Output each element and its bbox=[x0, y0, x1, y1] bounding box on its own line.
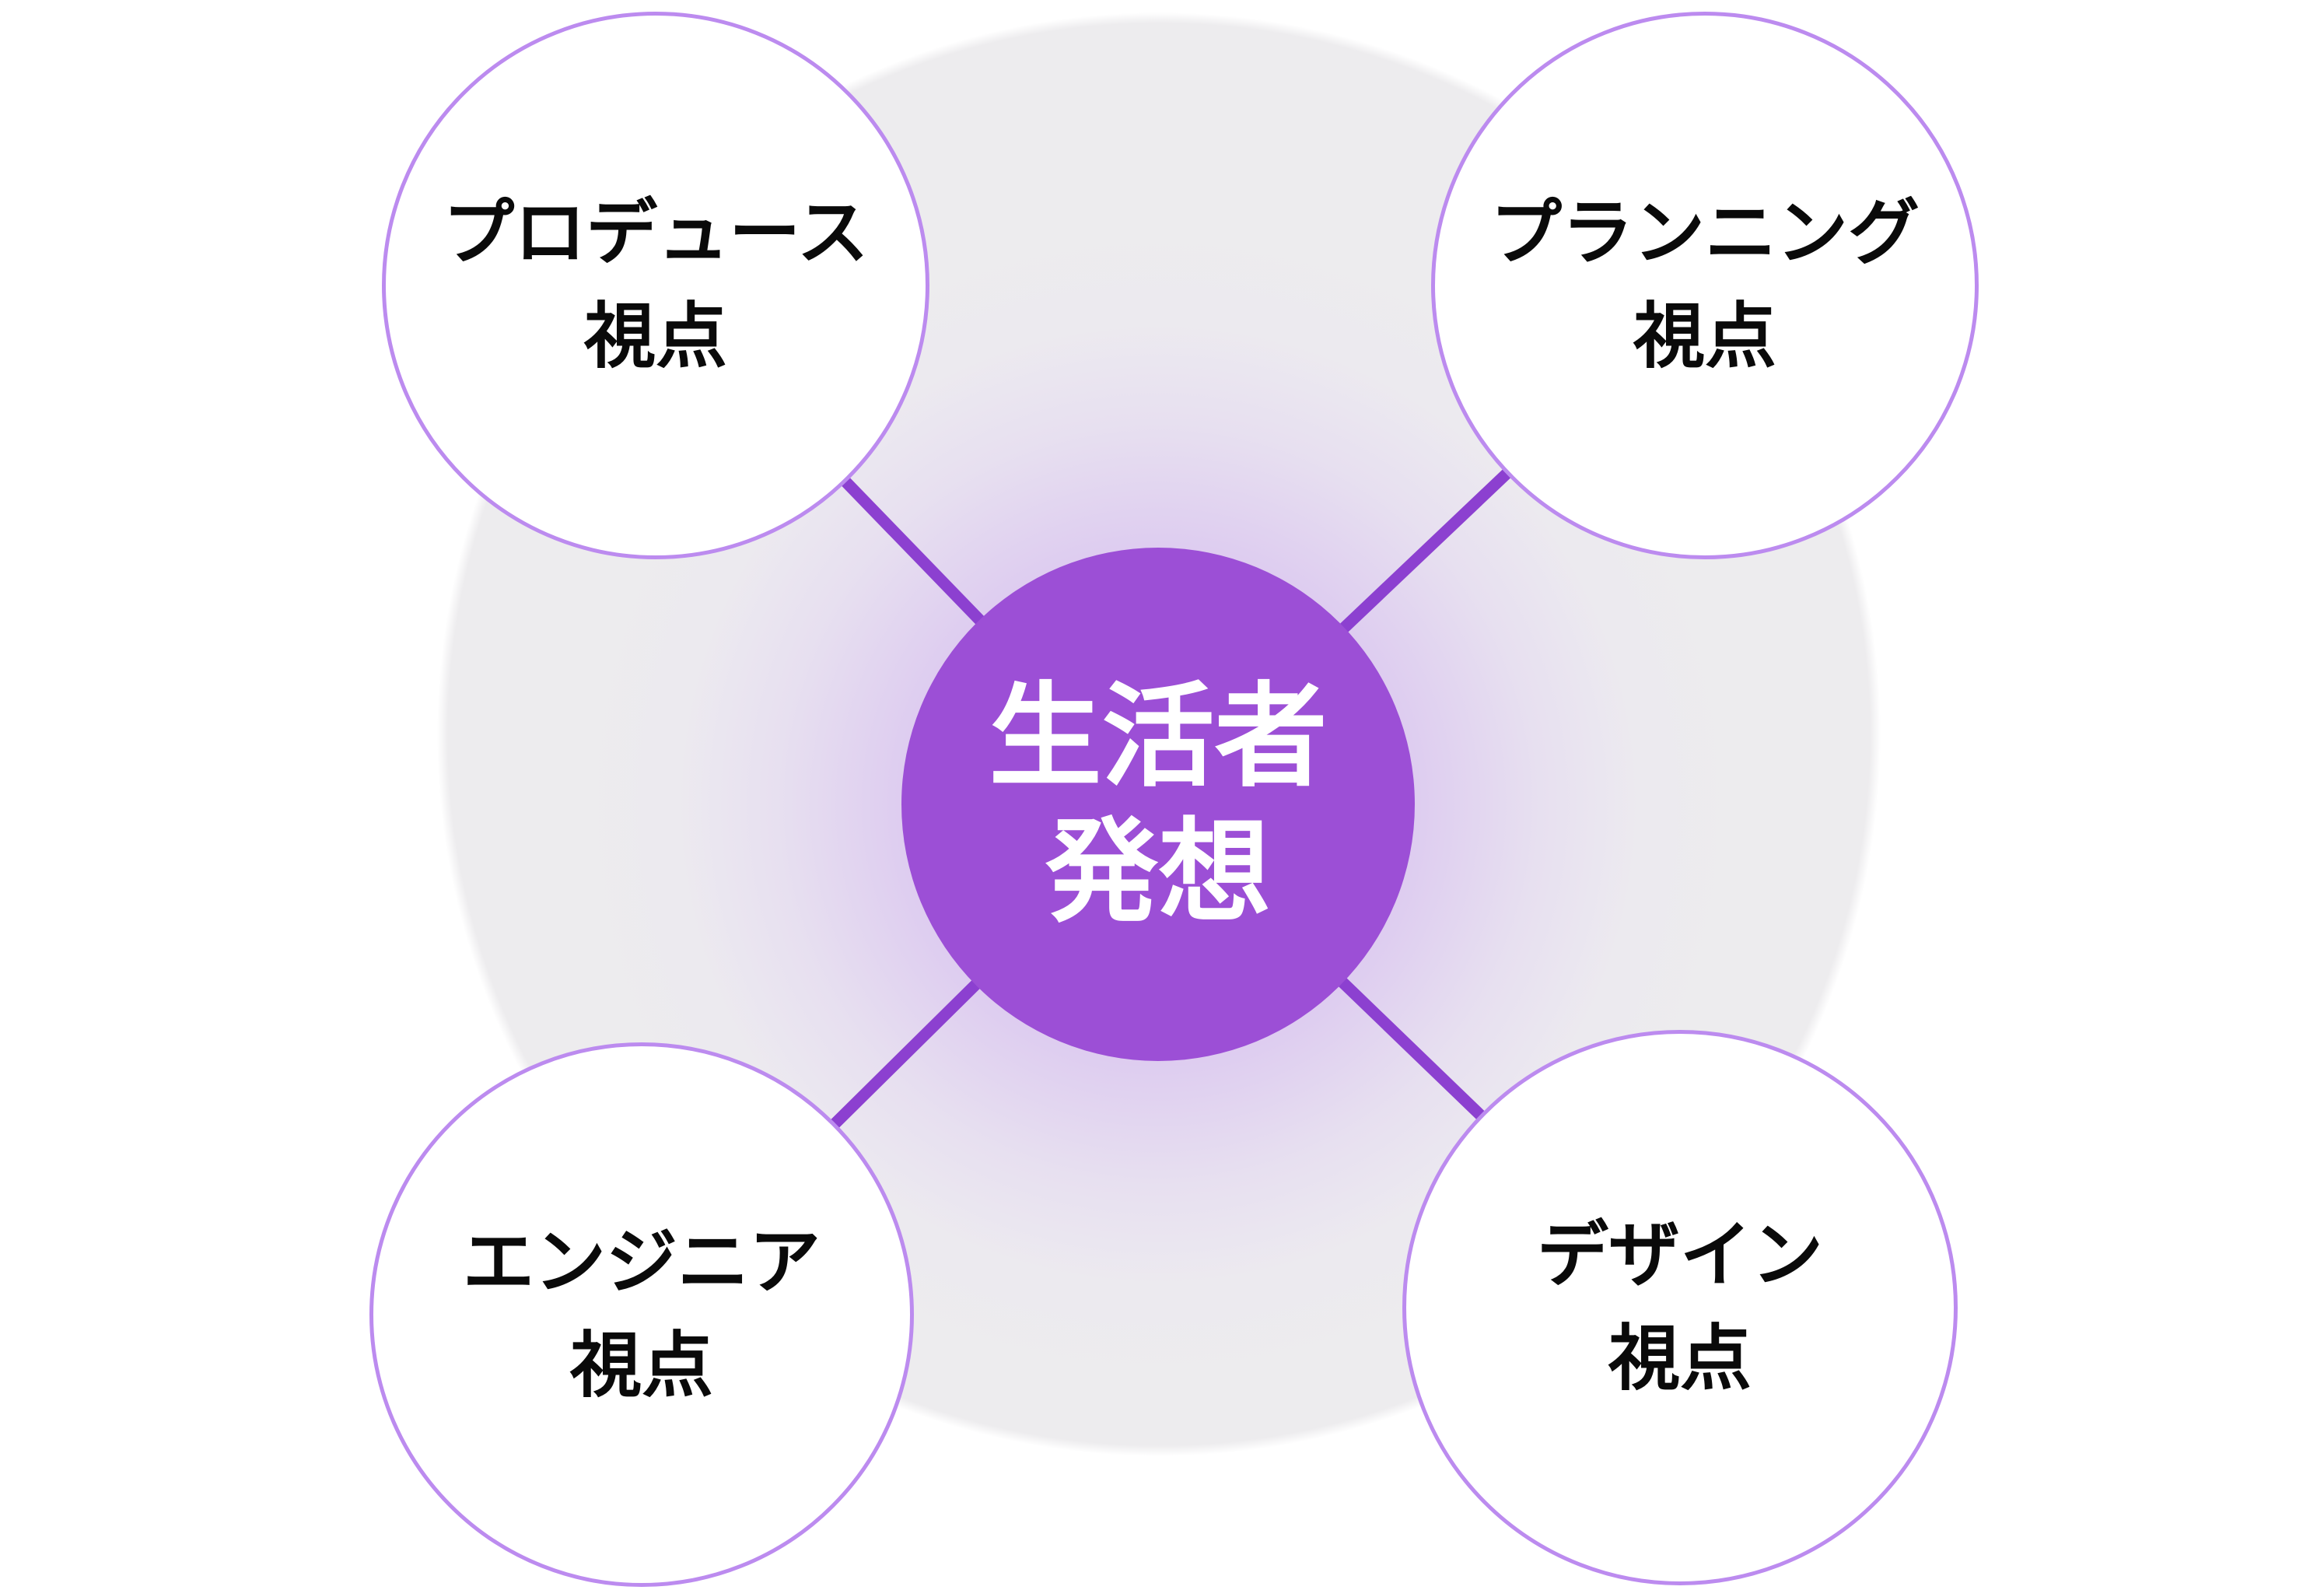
node-engineer: エンジニア 視点 bbox=[369, 1042, 914, 1587]
node-design-label: デザイン 視点 bbox=[1537, 1204, 1823, 1412]
center-node-line1: 生活者 bbox=[989, 674, 1328, 800]
node-planning: プランニング 視点 bbox=[1431, 12, 1979, 559]
node-planning-line2: 視点 bbox=[1633, 297, 1776, 376]
node-engineer-line1: エンジニア bbox=[462, 1222, 821, 1302]
center-node-seikatsusha-hassou: 生活者 発想 bbox=[901, 548, 1415, 1061]
center-node-line2: 発想 bbox=[1045, 809, 1271, 935]
node-engineer-label: エンジニア 視点 bbox=[463, 1211, 821, 1419]
node-design-line2: 視点 bbox=[1608, 1319, 1752, 1399]
node-produce-line1: プロデュース bbox=[443, 193, 869, 273]
node-planning-label: プランニング 視点 bbox=[1490, 182, 1920, 390]
node-design-line1: デザイン bbox=[1536, 1215, 1823, 1295]
node-planning-line1: プランニング bbox=[1489, 193, 1920, 273]
node-produce-label: プロデュース 視点 bbox=[443, 182, 868, 390]
node-produce-line2: 視点 bbox=[583, 297, 727, 376]
node-produce: プロデュース 視点 bbox=[382, 12, 929, 559]
center-node-label: 生活者 発想 bbox=[989, 669, 1328, 940]
node-engineer-line2: 視点 bbox=[569, 1326, 713, 1406]
node-design: デザイン 視点 bbox=[1402, 1030, 1958, 1585]
